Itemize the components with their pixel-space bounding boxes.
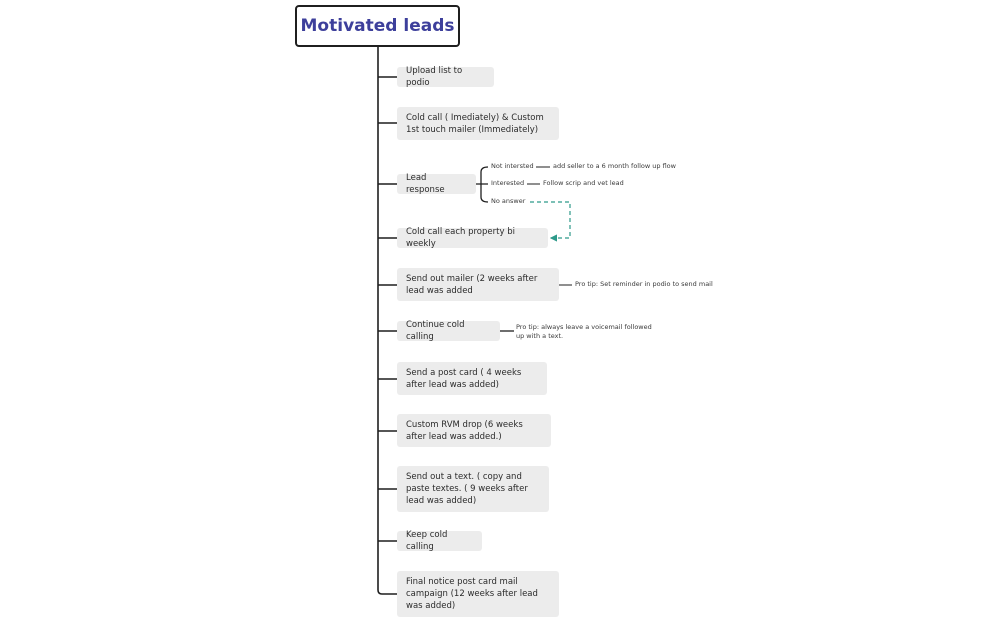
step-send-text[interactable]: Send out a text. ( copy and paste textes… [397, 466, 549, 512]
step-final-notice-post-card[interactable]: Final notice post card mail campaign (12… [397, 571, 559, 617]
step-lead-response[interactable]: Lead response [397, 173, 476, 195]
step-custom-rvm-drop[interactable]: Custom RVM drop (6 weeks after lead was … [397, 414, 551, 447]
response-interested[interactable]: Interested [491, 179, 525, 187]
lead-response-bracket [476, 166, 489, 203]
response-not-interested-action[interactable]: add seller to a 6 month follow up flow [553, 162, 676, 170]
root-node-title[interactable]: Motivated leads [295, 5, 460, 47]
step-cold-call-bi-weekly[interactable]: Cold call each property bi weekly [397, 227, 548, 249]
step-cold-call-immediately[interactable]: Cold call ( Imediately) & Custom 1st tou… [397, 107, 559, 140]
response-no-answer[interactable]: No answer [491, 197, 526, 205]
step-upload-list[interactable]: Upload list to podio [397, 66, 494, 88]
mailer-pro-tip[interactable]: Pro tip: Set reminder in podio to send m… [575, 280, 713, 288]
step-keep-cold-calling[interactable]: Keep cold calling [397, 530, 482, 552]
step-send-mailer[interactable]: Send out mailer (2 weeks after lead was … [397, 268, 559, 301]
trunk-line [377, 47, 397, 595]
response-interested-action[interactable]: Follow scrip and vet lead [543, 179, 624, 187]
step-continue-cold-calling[interactable]: Continue cold calling [397, 320, 500, 342]
calling-pro-tip[interactable]: Pro tip: always leave a voicemail follow… [516, 323, 652, 340]
step-send-post-card[interactable]: Send a post card ( 4 weeks after lead wa… [397, 362, 547, 395]
response-not-interested[interactable]: Not intersted [491, 162, 534, 170]
